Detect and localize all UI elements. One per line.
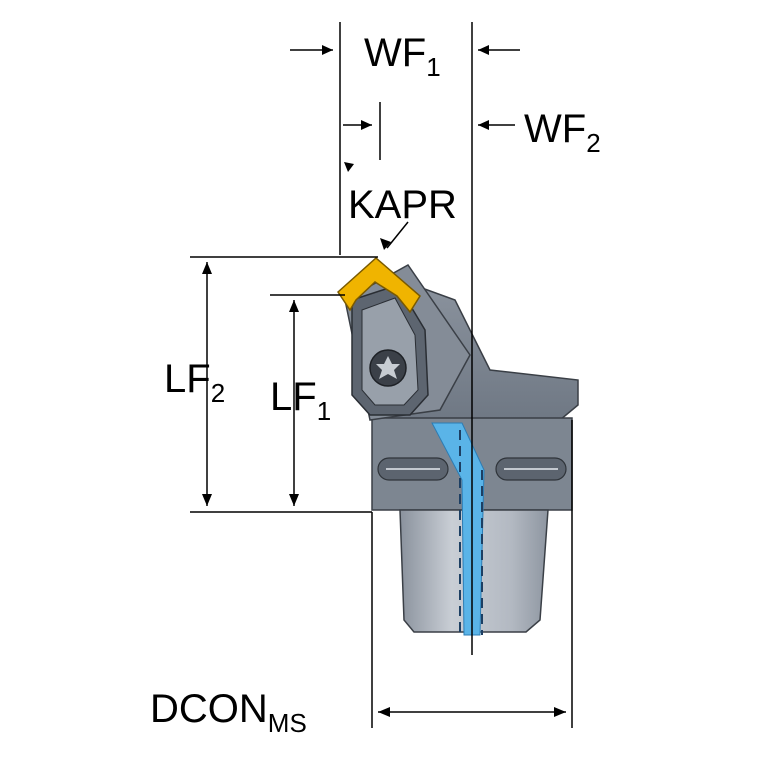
label-kapr: KAPR (348, 183, 457, 227)
tool-holder (344, 264, 579, 636)
label-lf1: LF1 (270, 375, 331, 426)
label-wf1: WF1 (364, 31, 441, 82)
coolant-channel (431, 422, 485, 636)
label-dcon: DCONMS (150, 687, 307, 738)
label-wf2: WF2 (524, 107, 601, 158)
side-slot-right (495, 457, 567, 481)
side-slot-left (377, 457, 449, 481)
torx-icon (376, 356, 400, 379)
dimension-lines (190, 22, 573, 728)
cutting-insert (337, 257, 421, 314)
label-lf2: LF2 (164, 357, 225, 408)
arrowheads (202, 45, 566, 717)
